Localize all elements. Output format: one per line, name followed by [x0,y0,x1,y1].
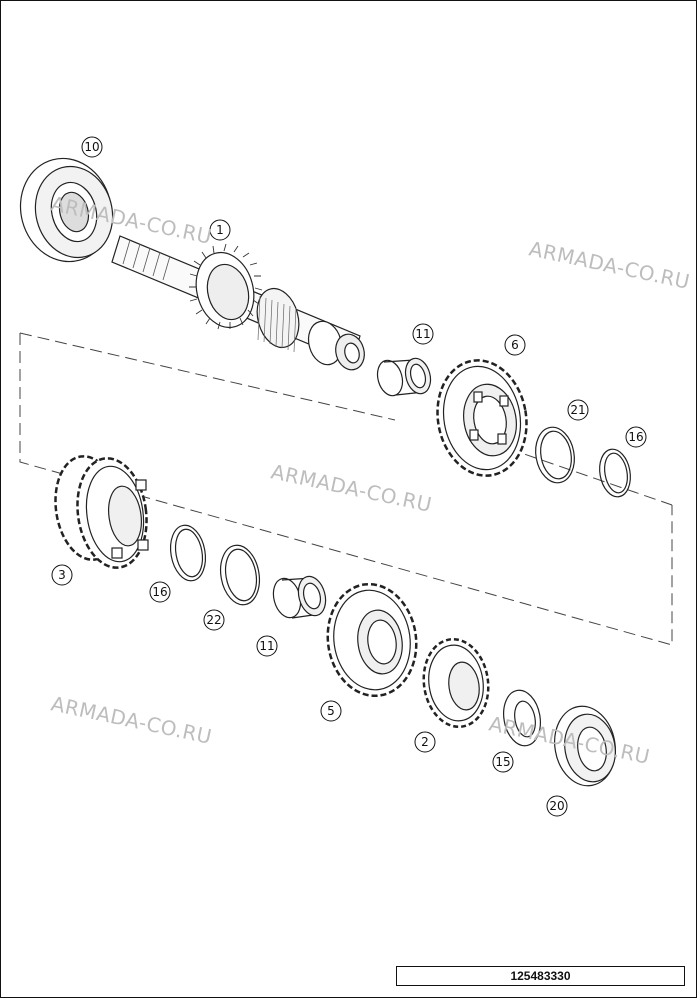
svg-text:3: 3 [58,568,66,582]
callout-22: 22 [203,609,225,631]
callout-1: 1 [209,219,231,241]
part-number-box: 125483330 [396,966,685,986]
watermark-3: ARMADA-CO.RU [49,691,214,749]
callout-11-upper: 11 [412,323,434,345]
circlip-21 [535,426,575,484]
needle-bearing-11-lower [272,575,327,619]
callout-16-right: 16 [625,426,647,448]
needle-bearing-11-upper [376,357,432,397]
svg-text:1: 1 [216,223,224,237]
washer-15 [503,689,541,747]
callout-15: 15 [492,751,514,773]
bearing-10 [19,157,114,263]
svg-text:11: 11 [415,327,430,341]
circlip-22 [219,544,261,606]
bearing-20 [554,705,616,787]
svg-text:5: 5 [327,704,335,718]
main-shaft-1 [111,235,365,371]
svg-text:2: 2 [421,735,429,749]
svg-text:22: 22 [206,613,221,627]
svg-text:21: 21 [570,403,585,417]
double-gear-3 [54,455,149,569]
svg-text:20: 20 [549,799,564,813]
callout-6: 6 [504,334,526,356]
callout-16-left: 16 [149,581,171,603]
callout-21: 21 [567,399,589,421]
svg-text:10: 10 [84,140,99,154]
watermark-2: ARMADA-CO.RU [269,459,434,517]
svg-text:15: 15 [495,755,510,769]
assembly-dashed-top [19,332,396,421]
callout-20: 20 [546,795,568,817]
callout-3: 3 [51,564,73,586]
assembly-dashed-outline [19,333,673,646]
callout-2: 2 [414,731,436,753]
callout-5: 5 [320,700,342,722]
svg-text:11: 11 [259,639,274,653]
circlip-16-left [169,524,207,582]
callout-10: 10 [81,136,103,158]
gear-5 [326,582,418,698]
callout-11-lower: 11 [256,635,278,657]
svg-text:16: 16 [152,585,167,599]
circlip-16-right [599,448,631,498]
gear-6 [436,359,528,477]
watermark-1: ARMADA-CO.RU [527,236,692,294]
gear-2 [422,637,490,729]
svg-text:6: 6 [511,338,519,352]
svg-text:16: 16 [628,430,643,444]
